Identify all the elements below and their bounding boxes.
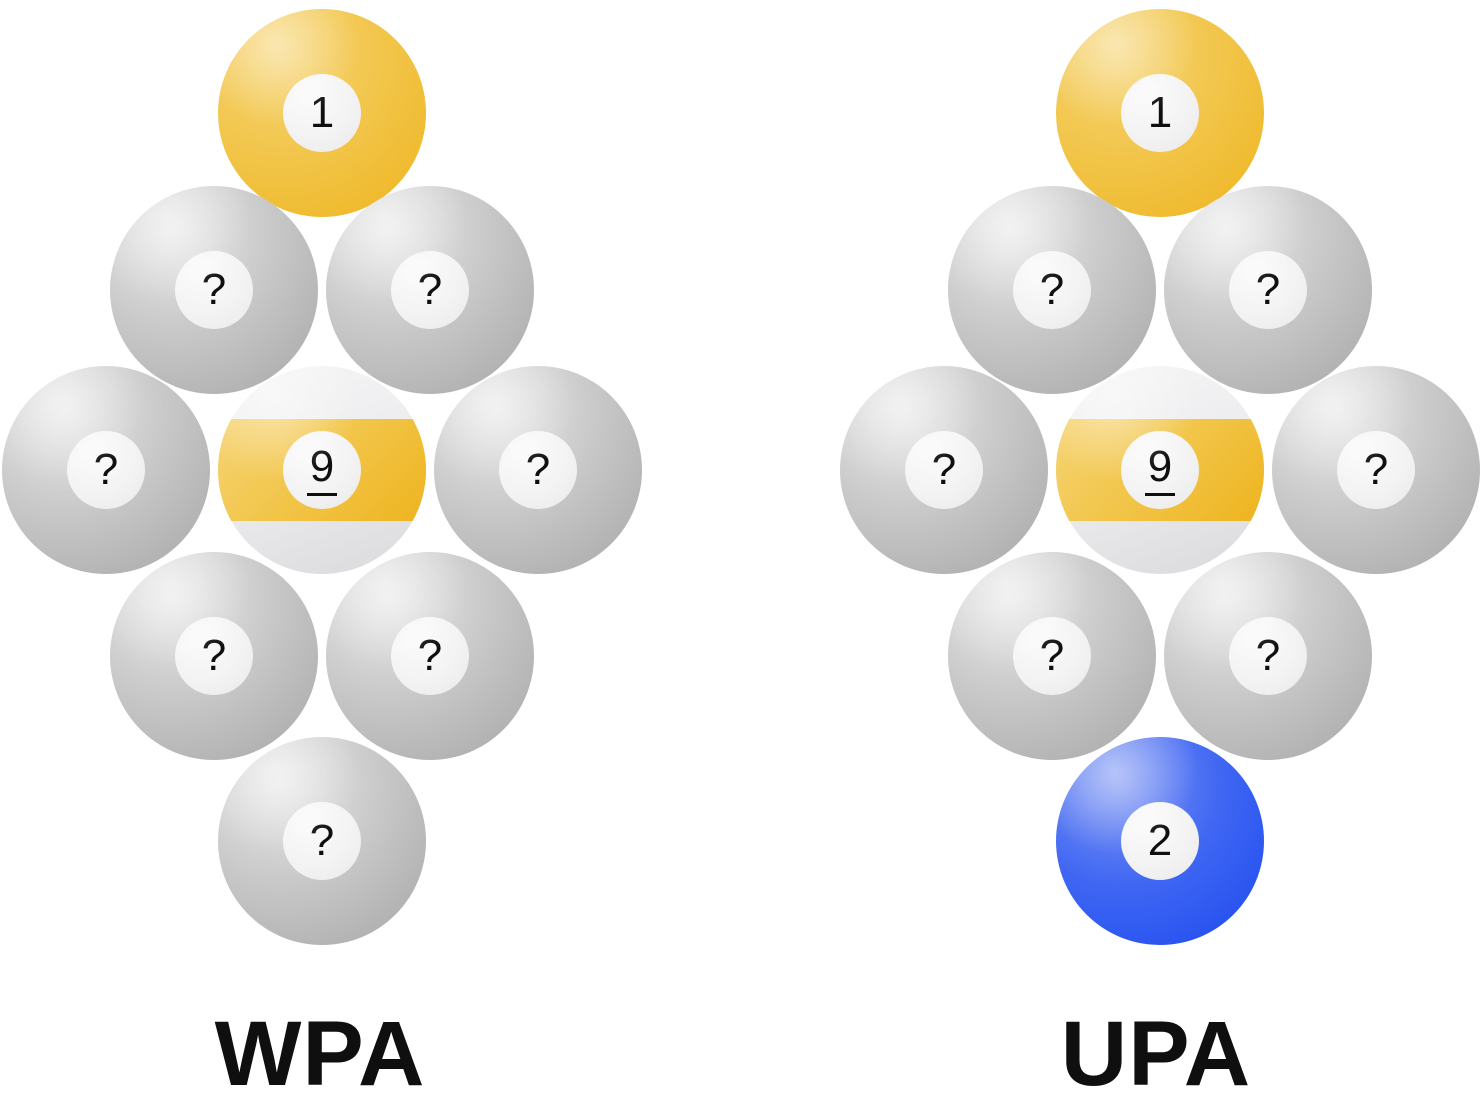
ball-number-badge: ? (499, 431, 577, 509)
ball-number-badge: ? (391, 617, 469, 695)
ball-number-badge: ? (283, 802, 361, 880)
ball-2: 2 (1056, 737, 1264, 945)
ball-stripe (218, 419, 426, 521)
ball-unknown: ? (110, 552, 318, 760)
ball-unknown: ? (110, 186, 318, 394)
ball-unknown: ? (948, 552, 1156, 760)
ball-number-text: 9 (1144, 444, 1176, 496)
ball-number-text: ? (1255, 631, 1281, 680)
ball-number-text: ? (1363, 445, 1389, 494)
ball-number-badge: ? (175, 617, 253, 695)
ball-number-text: 9 (306, 444, 338, 496)
ball-number-text: ? (201, 265, 227, 314)
ball-number-text: ? (931, 445, 957, 494)
ball-number-text: 2 (1147, 816, 1173, 865)
ball-unknown: ? (326, 186, 534, 394)
ball-unknown: ? (2, 366, 210, 574)
ball-number-badge: ? (1337, 431, 1415, 509)
ball-unknown: ? (1164, 552, 1372, 760)
ball-number-badge: ? (1229, 251, 1307, 329)
ball-number-badge: ? (391, 251, 469, 329)
ball-number-text: ? (201, 631, 227, 680)
ball-number-text: 1 (309, 88, 335, 137)
ball-number-text: ? (1039, 631, 1065, 680)
ball-number-badge: ? (67, 431, 145, 509)
ball-9: 9 (1056, 366, 1264, 574)
ball-1: 1 (1056, 9, 1264, 217)
ball-number-text: 1 (1147, 88, 1173, 137)
ball-unknown: ? (218, 737, 426, 945)
ball-unknown: ? (840, 366, 1048, 574)
ball-number-badge: ? (175, 251, 253, 329)
ball-stripe (1056, 419, 1264, 521)
ball-number-text: ? (309, 816, 335, 865)
ball-1: 1 (218, 9, 426, 217)
ball-unknown: ? (1272, 366, 1480, 574)
ball-number-badge: 9 (283, 431, 361, 509)
diagram-label-wpa: WPA (214, 1003, 426, 1105)
diagram-label-upa: UPA (1060, 1003, 1252, 1105)
ball-unknown: ? (948, 186, 1156, 394)
ball-number-text: ? (93, 445, 119, 494)
ball-unknown: ? (434, 366, 642, 574)
ball-number-text: ? (1039, 265, 1065, 314)
ball-number-text: ? (525, 445, 551, 494)
ball-number-badge: ? (1013, 251, 1091, 329)
ball-number-badge: 1 (1121, 74, 1199, 152)
ball-unknown: ? (326, 552, 534, 760)
ball-unknown: ? (1164, 186, 1372, 394)
ball-9: 9 (218, 366, 426, 574)
ball-number-badge: 2 (1121, 802, 1199, 880)
ball-number-badge: ? (1229, 617, 1307, 695)
ball-number-badge: 9 (1121, 431, 1199, 509)
ball-number-badge: ? (1013, 617, 1091, 695)
ball-number-badge: ? (905, 431, 983, 509)
ball-number-text: ? (417, 631, 443, 680)
ball-number-text: ? (1255, 265, 1281, 314)
ball-number-text: ? (417, 265, 443, 314)
ball-number-badge: 1 (283, 74, 361, 152)
